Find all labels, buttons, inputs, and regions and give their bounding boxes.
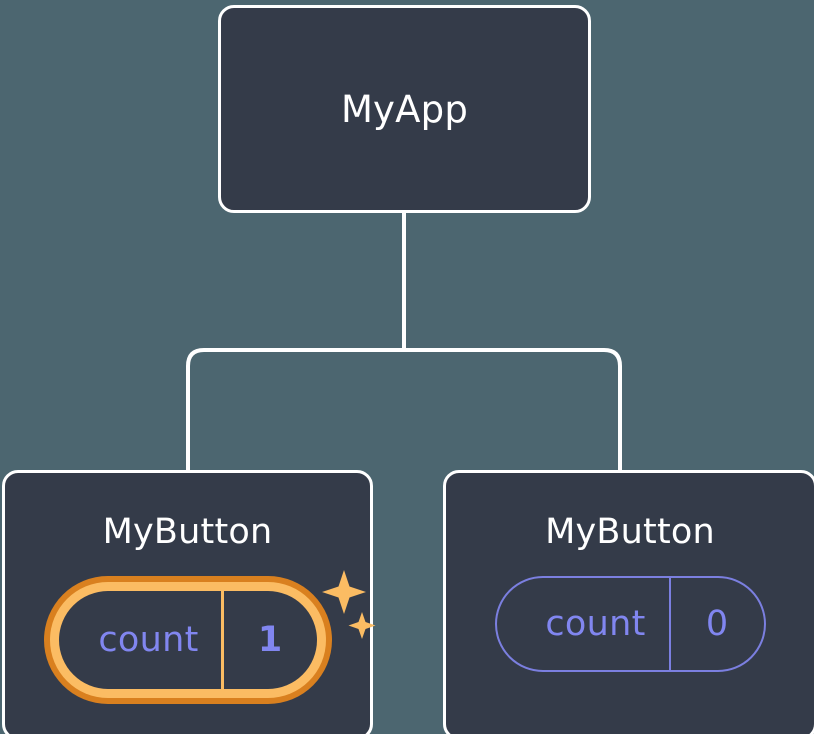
node-title: MyButton xyxy=(545,512,715,552)
state-pill-right[interactable]: count 0 xyxy=(494,576,766,672)
state-key: count xyxy=(59,591,224,689)
node-mybutton-left[interactable]: MyButton count 1 xyxy=(2,470,375,734)
state-pill-wrapper-left: count 1 xyxy=(43,570,375,704)
node-title: MyButton xyxy=(102,512,273,552)
state-pill-highlight-inner-ring: count 1 xyxy=(49,582,326,698)
node-mybutton-right[interactable]: MyButton count 0 xyxy=(443,470,814,734)
state-value: 1 xyxy=(257,620,283,660)
node-title: MyApp xyxy=(340,87,469,131)
state-value: 0 xyxy=(705,604,729,644)
edge-branch-bus xyxy=(186,348,622,470)
state-pill-highlight-ring: count 1 xyxy=(43,576,332,704)
state-key: count xyxy=(497,578,671,670)
state-pill-left[interactable]: count 1 xyxy=(58,591,317,689)
state-pill-wrapper-right: count 0 xyxy=(494,576,766,672)
node-myapp[interactable]: MyApp xyxy=(218,5,591,213)
